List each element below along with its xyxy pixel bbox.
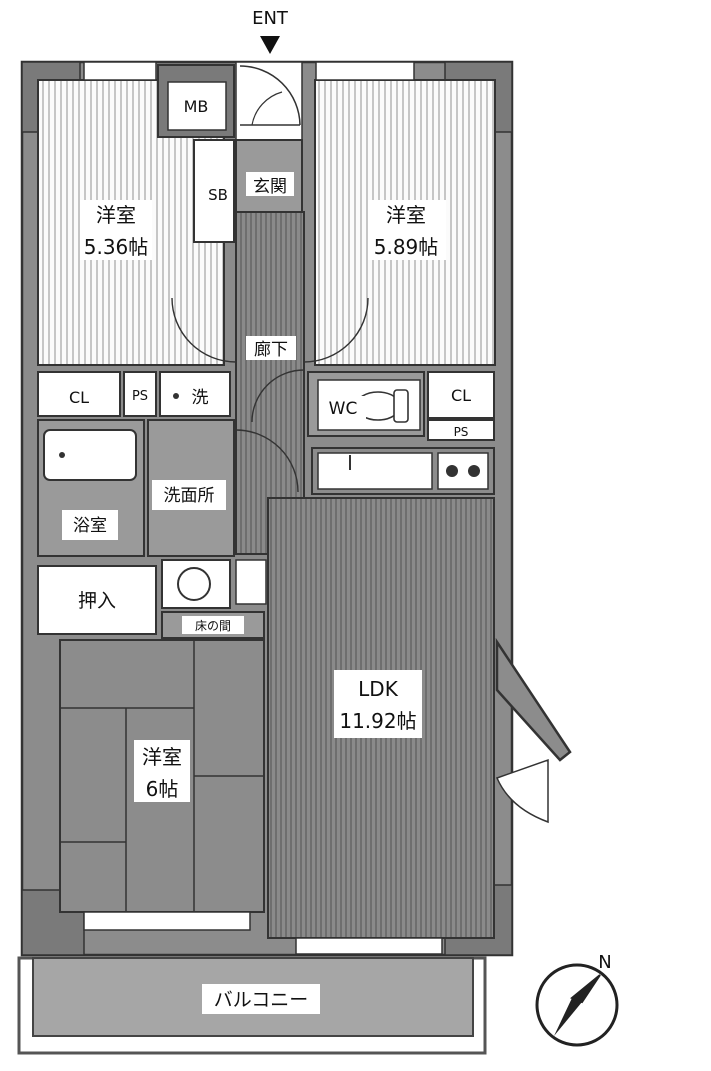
bath-label: 浴室 bbox=[73, 516, 107, 536]
compass-icon: N bbox=[535, 952, 619, 1047]
tokonoma-label: 床の間 bbox=[195, 619, 231, 633]
oshiire bbox=[37, 565, 157, 635]
bay-window bbox=[495, 637, 572, 824]
ldk-name: LDK bbox=[358, 677, 399, 701]
ps-right-label: PS bbox=[454, 425, 469, 439]
closet-left-row bbox=[37, 371, 231, 417]
cl-right-label: CL bbox=[451, 386, 471, 405]
cl-left-label: CL bbox=[69, 388, 89, 407]
compass-north-label: N bbox=[598, 952, 611, 973]
mb-label: MB bbox=[184, 97, 209, 116]
ps-left-label: PS bbox=[132, 389, 148, 404]
room-sw-name: 洋室 bbox=[142, 745, 182, 769]
ldk-size: 11.92帖 bbox=[339, 709, 416, 733]
sb-label: SB bbox=[208, 186, 228, 204]
closet-right bbox=[427, 371, 495, 441]
hallway-label: 廊下 bbox=[254, 340, 288, 360]
room-ne-name: 洋室 bbox=[386, 203, 426, 227]
room-nw-size: 5.36帖 bbox=[84, 235, 149, 259]
room-nw-name: 洋室 bbox=[96, 203, 136, 227]
oshiire-label: 押入 bbox=[78, 590, 116, 612]
meter-box bbox=[157, 64, 235, 138]
entrance-marker-label: ENT bbox=[252, 8, 289, 29]
wc-label: WC bbox=[329, 399, 358, 419]
wash-room-label: 洗面所 bbox=[164, 486, 215, 506]
entrance-door bbox=[235, 61, 303, 141]
washer-label: 洗 bbox=[192, 388, 209, 408]
entrance-arrow-icon bbox=[260, 36, 280, 54]
room-sw-size: 6帖 bbox=[146, 777, 179, 801]
kitchen-counter bbox=[311, 447, 495, 495]
balcony-label: バルコニー bbox=[214, 989, 309, 1011]
washbasin bbox=[161, 559, 267, 609]
genkan-label: 玄関 bbox=[253, 177, 287, 197]
room-ne-size: 5.89帖 bbox=[374, 235, 439, 259]
balcony bbox=[17, 956, 487, 1055]
labels: ENT MB SB 玄関 洋室 5.36帖 洋室 5.89帖 廊下 CL PS … bbox=[62, 8, 471, 1014]
